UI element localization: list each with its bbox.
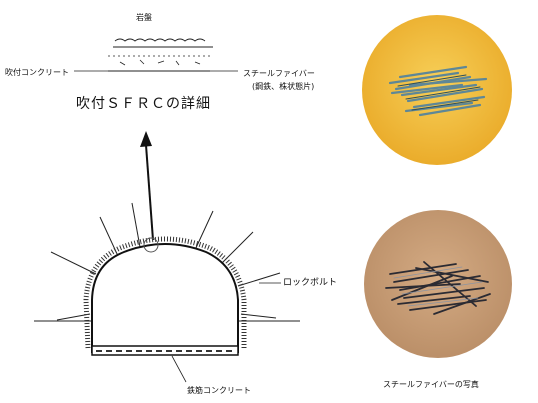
- tunnel-section: [34, 203, 300, 382]
- steel-fiber-photo-top: [362, 15, 512, 165]
- steel-fiber-label: スチールファイバー: [243, 69, 315, 79]
- invert-concrete-label: 鉄筋コンクリート: [187, 386, 251, 396]
- shotcrete-label: 吹付コンクリート: [5, 68, 69, 78]
- detail-arrow: [140, 131, 153, 240]
- steel-fiber-photo-bottom: [364, 210, 512, 358]
- tunnel-lining: [92, 244, 238, 352]
- rockbolt-label: ロックボルト: [283, 278, 337, 289]
- rock-label: 岩盤: [136, 13, 152, 23]
- steel-fiber-sublabel: (鋼鉄、株状態片): [252, 82, 314, 92]
- photo-caption: スチールファイバーの写真: [383, 380, 479, 390]
- detail-sketch: [74, 39, 238, 71]
- detail-title: 吹付ＳＦＲＣの詳細: [76, 96, 211, 112]
